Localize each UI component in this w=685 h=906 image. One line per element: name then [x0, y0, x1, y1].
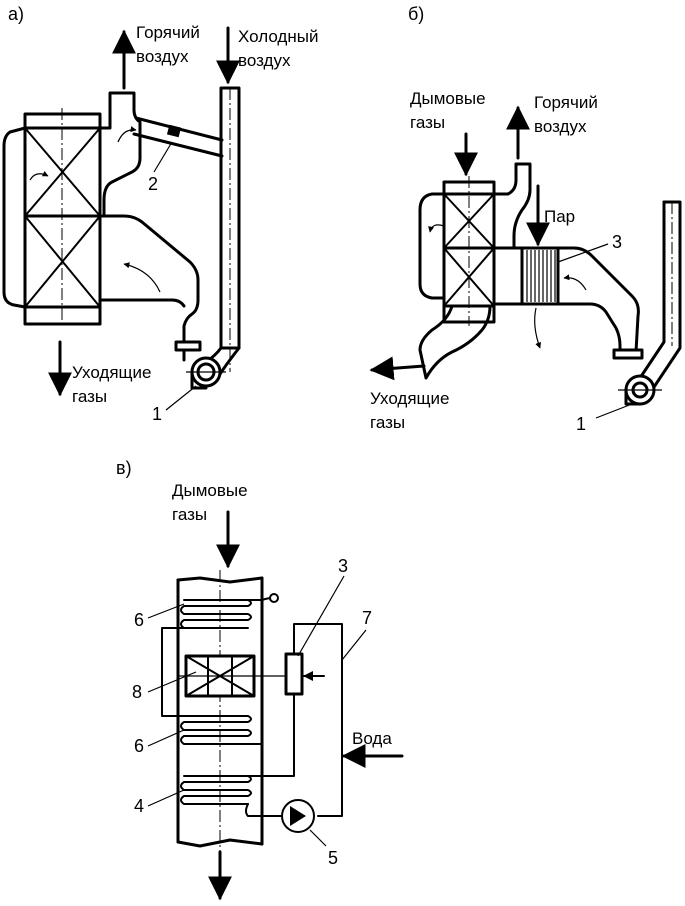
- hot-air-hood-a: [98, 91, 142, 216]
- steam-heater-3-b: [520, 246, 560, 306]
- exhaust-arrow-b: [369, 356, 426, 381]
- left-gas-duct-a: [2, 126, 27, 309]
- flue-gas-label-v-1: Дымовые: [172, 481, 248, 500]
- exhaust-label-b-1: Уходящие: [370, 389, 450, 408]
- exhaust-label-a-2: газы: [72, 387, 107, 406]
- gas-duct-lower-a: [98, 214, 200, 348]
- coil-4-v: [180, 775, 252, 805]
- num-1-a: 1: [152, 404, 162, 424]
- flue-gas-label-v-2: газы: [172, 505, 207, 524]
- cold-air-label-a-1: Холодный: [238, 27, 318, 46]
- element-3-v: [284, 652, 304, 696]
- num-7-v: 7: [362, 608, 372, 628]
- damper-2-a: [166, 124, 182, 138]
- hot-air-label-a-2: воздух: [136, 47, 189, 66]
- panel-label-v: в): [116, 458, 132, 478]
- diagram-b: б) Дымовые газы Горячий воздух: [369, 4, 682, 434]
- exhaust-nozzle-b: [418, 304, 492, 380]
- num-1-b: 1: [576, 414, 586, 434]
- hot-air-label-a-1: Горячий: [136, 23, 200, 42]
- diagram-v: в) Дымовые газы Вода: [116, 458, 404, 901]
- steam-label-b: Пар: [544, 207, 575, 226]
- num-2-a: 2: [148, 174, 158, 194]
- num-8-v: 8: [132, 682, 142, 702]
- num-3-b: 3: [612, 232, 622, 252]
- cold-air-label-a-2: воздух: [238, 51, 291, 70]
- panel-label-b: б): [408, 4, 424, 24]
- flue-gas-label-b-1: Дымовые: [410, 89, 486, 108]
- num-5-v: 5: [328, 848, 338, 868]
- diagram-a: а) Горячий воздух Холодный воздух 2: [2, 4, 318, 424]
- num-6-top-v: 6: [134, 610, 144, 630]
- hot-air-label-b-1: Горячий: [534, 93, 598, 112]
- water-label-v: Вода: [352, 729, 392, 748]
- flue-gas-label-b-2: газы: [410, 113, 445, 132]
- coil-6-mid-v: [180, 715, 252, 745]
- exhaust-label-a-1: Уходящие: [72, 363, 152, 382]
- num-4-v: 4: [134, 796, 144, 816]
- num-6-mid-v: 6: [134, 736, 144, 756]
- circuit-7-v: [293, 623, 343, 817]
- coil-6-top-v: [180, 599, 252, 629]
- cold-air-column-b: [650, 200, 682, 392]
- panel-label-a: а): [8, 4, 24, 24]
- hot-air-label-b-2: воздух: [534, 117, 587, 136]
- num-3-v: 3: [338, 556, 348, 576]
- exhaust-label-b-2: газы: [370, 413, 405, 432]
